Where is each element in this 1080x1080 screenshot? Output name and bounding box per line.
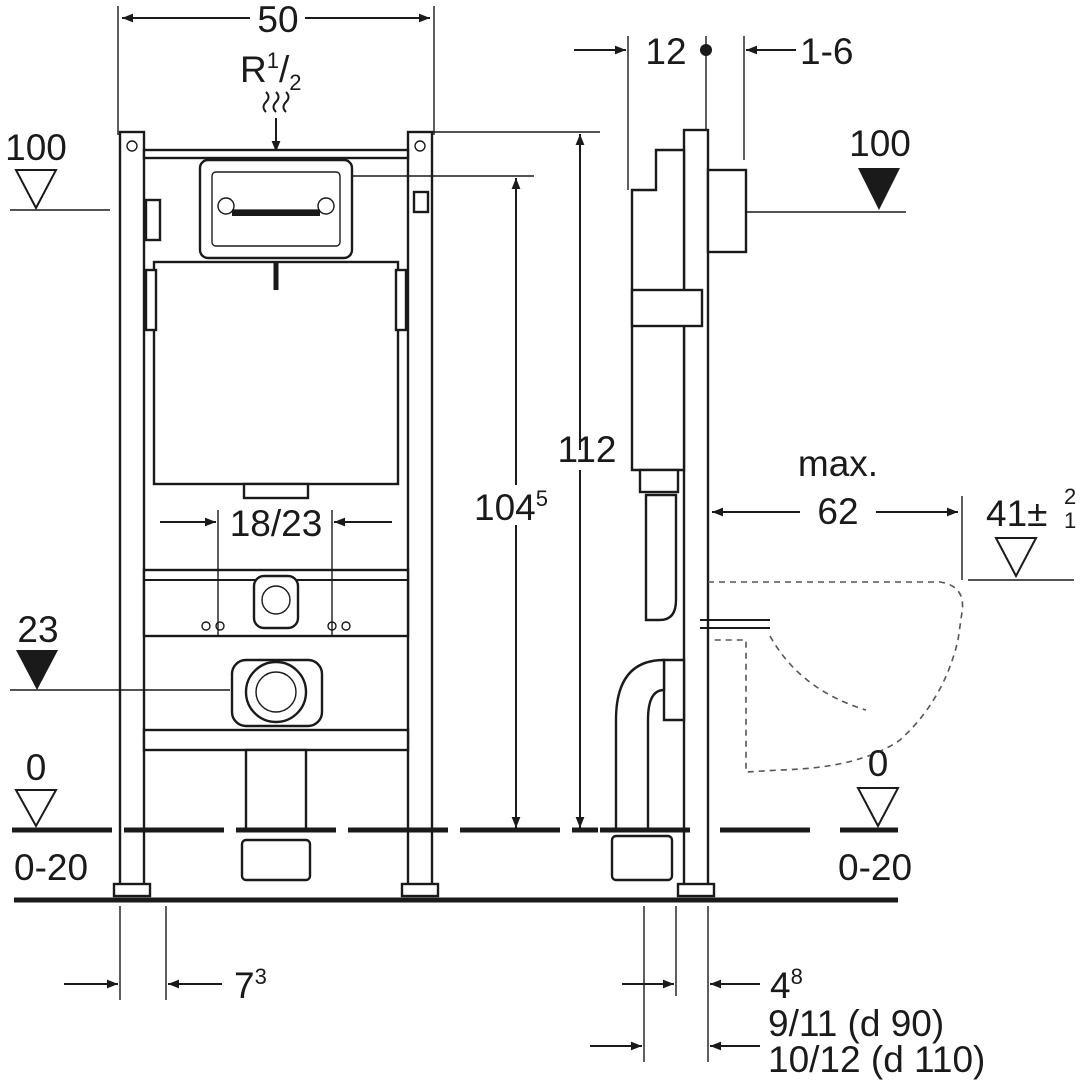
side-level-marker-100: 100 — [746, 123, 911, 213]
inner-height-sup: 5 — [536, 486, 548, 511]
side-level-0-label: 0 — [868, 743, 889, 784]
inner-height-label: 104 — [474, 487, 536, 528]
side-frame — [610, 128, 770, 898]
flush-spacing-label: 18/23 — [230, 503, 323, 544]
max-label: max. — [798, 443, 878, 484]
side-view: 12 1-6 100 ma — [574, 31, 1076, 1080]
svg-text:73: 73 — [234, 964, 267, 1006]
side-floor-range-label: 0-20 — [838, 847, 912, 888]
level-marker-100: 100 — [5, 127, 110, 211]
level-marker-0: 0 — [14, 747, 58, 829]
foot-dimension: 73 — [64, 906, 267, 1006]
depth-dimension: 12 1-6 — [574, 31, 853, 190]
max-projection-dimension: max. 62 — [712, 443, 963, 580]
front-view: 50 R1/2 100 — [5, 0, 598, 1006]
level-23-label: 23 — [17, 609, 58, 650]
bowl-height-marker: 41± 2 1 — [968, 484, 1076, 581]
floor-range-label: 0-20 — [14, 847, 88, 888]
side-level-marker-0: 0 — [856, 743, 900, 829]
wc-bowl-outline — [708, 581, 964, 773]
side-level-100-label: 100 — [849, 123, 911, 164]
max-value: 62 — [817, 491, 858, 532]
bowl-height-plus: 2 — [1064, 484, 1076, 509]
depth-label: 12 — [645, 31, 686, 72]
width-dimension: 50 — [117, 0, 435, 135]
foot-offset-dimension: 48 9/11 (d 90) 10/12 (d 110) — [590, 906, 985, 1080]
drain-d90-label: 9/11 (d 90) — [768, 1003, 944, 1044]
flush-spacing-dimension: 18/23 — [160, 503, 392, 636]
water-wave-icon — [262, 91, 290, 113]
svg-text:R1/2: R1/2 — [240, 48, 302, 95]
svg-text:41±: 41± — [986, 493, 1047, 534]
supply-label: R — [240, 49, 267, 90]
wall-range-label: 1-6 — [800, 31, 853, 72]
bowl-height-minus: 1 — [1064, 508, 1076, 533]
overall-height-label: 112 — [558, 429, 617, 470]
side-foot-sup: 8 — [791, 964, 803, 989]
width-label: 50 — [257, 0, 298, 40]
level-100-label: 100 — [5, 127, 67, 168]
brand-plate: ▬▬▬▬ — [232, 196, 320, 221]
foot-dim-label: 7 — [234, 965, 255, 1006]
svg-text:48: 48 — [770, 964, 803, 1006]
foot-dim-sup: 3 — [255, 964, 267, 989]
installation-frame: ▬▬▬▬ — [112, 130, 440, 898]
supply-sub: 2 — [289, 70, 301, 95]
supply-sup: 1 — [267, 48, 279, 73]
side-foot-label: 4 — [770, 965, 791, 1006]
height-dimensions: 112 1045 — [352, 131, 617, 828]
level-marker-23: 23 — [10, 609, 230, 691]
svg-text:1045: 1045 — [474, 486, 548, 528]
drain-d110-label: 10/12 (d 110) — [768, 1039, 985, 1080]
bowl-height-pm: ± — [1027, 493, 1047, 534]
level-0-label: 0 — [26, 747, 47, 788]
water-supply: R1/2 — [240, 48, 302, 152]
bowl-height-label: 41 — [986, 493, 1027, 534]
